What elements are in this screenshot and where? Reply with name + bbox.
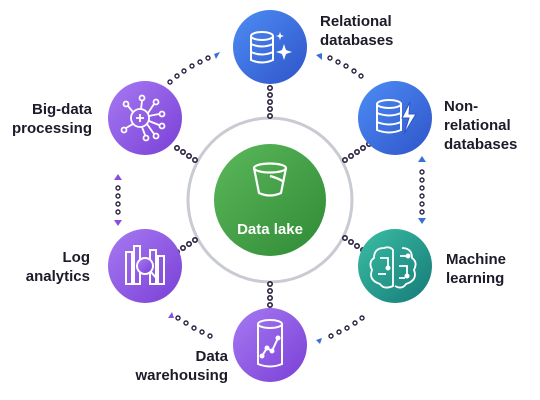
label-line: analytics <box>25 268 90 285</box>
arrowhead-icon <box>316 53 322 60</box>
node-relational-databases[interactable] <box>233 10 307 84</box>
arrow-ml-warehousing <box>328 315 365 339</box>
node-machine-learning[interactable] <box>358 229 432 303</box>
database-lightning-icon <box>376 99 417 135</box>
label-line: Relational <box>320 13 392 30</box>
cycle-arrows <box>115 55 425 339</box>
label-line: Big-data <box>32 101 92 118</box>
connector-to-nonrelational <box>341 141 372 164</box>
label-line: processing <box>11 120 92 137</box>
label-line: databases <box>320 32 394 49</box>
label-machine-learning: Machine learning <box>446 250 506 288</box>
node-big-data-processing[interactable] <box>108 81 182 155</box>
arrowhead-icon <box>316 338 322 344</box>
network-nodes-icon <box>120 94 166 142</box>
label-line: Log <box>62 249 91 266</box>
arrowhead-icon <box>214 52 220 59</box>
arrow-nonrelational-ml <box>419 169 425 215</box>
arrowhead-icon <box>418 218 426 224</box>
arrowhead-icon <box>418 156 426 162</box>
arrowhead-icon <box>114 174 122 180</box>
connector-to-bigdata <box>174 145 199 164</box>
hub-label: Data lake <box>237 221 303 238</box>
label-line: learning <box>446 270 505 287</box>
label-relational-databases: Relational databases <box>320 12 393 50</box>
label-big-data-processing: Big-data processing <box>0 100 92 138</box>
label-line: Non- <box>444 98 479 115</box>
cylinder-chart-icon <box>257 319 283 368</box>
hub-data-lake[interactable]: Data lake <box>214 144 326 256</box>
label-line: Machine <box>446 251 507 268</box>
arrowheads <box>114 52 426 344</box>
brain-circuit-icon <box>369 246 417 289</box>
arrowhead-icon <box>168 312 174 318</box>
arrowhead-icon <box>114 220 122 226</box>
label-data-warehousing: Data warehousing <box>100 347 228 385</box>
magnifier-bars-icon <box>125 245 165 285</box>
label-line: databases <box>444 136 518 153</box>
database-sparkle-icon <box>250 31 292 64</box>
node-log-analytics[interactable] <box>108 229 182 303</box>
bucket-icon <box>252 162 288 197</box>
arrow-bigdata-relational <box>167 55 211 85</box>
node-data-warehousing[interactable] <box>233 308 307 382</box>
arrow-relational-nonrelational <box>327 55 364 79</box>
arrow-warehousing-log <box>175 315 213 339</box>
node-nonrelational-databases[interactable] <box>358 81 432 155</box>
arrow-log-bigdata <box>115 185 121 215</box>
label-line: warehousing <box>135 367 228 384</box>
label-nonrelational-databases: Non- relational databases <box>444 97 517 154</box>
connector-to-relational <box>266 78 273 120</box>
label-log-analytics: Log analytics <box>0 248 90 286</box>
label-line: Data <box>195 348 228 365</box>
label-line: relational <box>444 117 511 134</box>
